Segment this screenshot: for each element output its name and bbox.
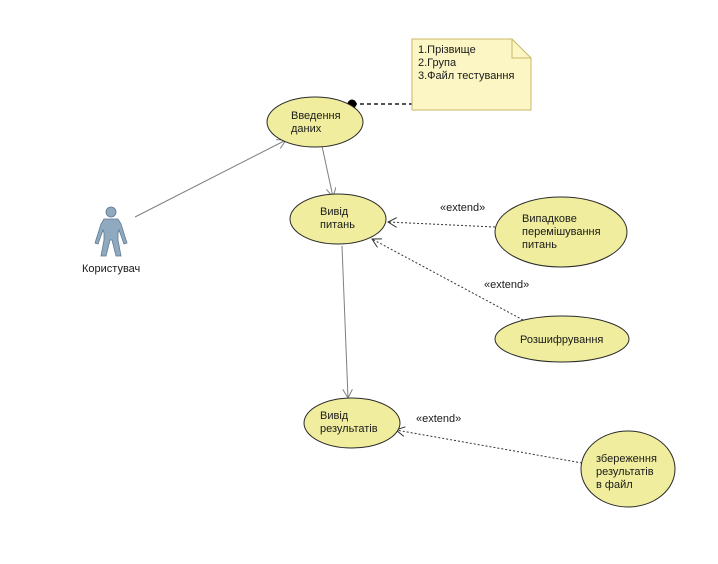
extend-save-to-results: [396, 430, 583, 464]
extend-label-decoding: «extend»: [484, 279, 529, 291]
usecase-random-shuffle[interactable]: Випадкове перемішування питань: [494, 196, 628, 268]
usecase-save-results-line-2: результатів: [596, 466, 654, 478]
usecase-data-entry-line-2: даних: [291, 123, 322, 135]
usecase-data-entry-line-1: Введення: [291, 110, 341, 122]
extend-label-save: «extend»: [416, 413, 461, 425]
usecase-random-shuffle-line-1: Випадкове: [522, 213, 577, 225]
usecase-random-shuffle-line-3: питань: [522, 239, 557, 251]
usecase-save-results[interactable]: збереження результатів в файл: [580, 430, 676, 508]
note-line-3: 3.Файл тестування: [418, 70, 514, 82]
note-line-2: 2.Група: [418, 57, 457, 69]
usecase-show-questions-line-1: Вивід: [320, 206, 349, 218]
flow-questions-to-results: [341, 245, 348, 398]
usecase-decoding-label: Розшифрування: [520, 334, 603, 346]
note-line-1: 1.Прізвище: [418, 44, 476, 56]
usecase-show-questions-line-2: питань: [320, 219, 355, 231]
usecase-decoding[interactable]: Розшифрування: [494, 315, 630, 363]
extend-shuffle-to-questions: [388, 222, 496, 228]
actor-label: Користувач: [82, 263, 140, 275]
actor-user[interactable]: Користувач: [82, 206, 140, 275]
usecase-data-entry[interactable]: Введення даних: [266, 96, 364, 148]
association-actor-data-entry: [134, 140, 286, 218]
usecase-random-shuffle-line-2: перемішування: [522, 226, 601, 238]
note: 1.Прізвище 2.Група 3.Файл тестування: [411, 38, 532, 111]
flow-data-entry-to-questions: [321, 145, 333, 197]
note-shape: [411, 38, 532, 111]
usecase-show-results[interactable]: Вивід результатів: [303, 397, 401, 449]
usecase-show-results-line-1: Вивід: [320, 410, 349, 422]
person-icon: [94, 206, 128, 257]
extend-decoding-to-questions: [372, 239, 524, 321]
usecase-save-results-line-1: збереження: [596, 453, 657, 465]
usecase-show-results-line-2: результатів: [320, 423, 378, 435]
usecase-show-questions[interactable]: Вивід питань: [289, 193, 387, 245]
extend-label-shuffle: «extend»: [440, 202, 485, 214]
usecase-save-results-line-3: в файл: [596, 479, 633, 491]
note-fold: [511, 39, 531, 59]
